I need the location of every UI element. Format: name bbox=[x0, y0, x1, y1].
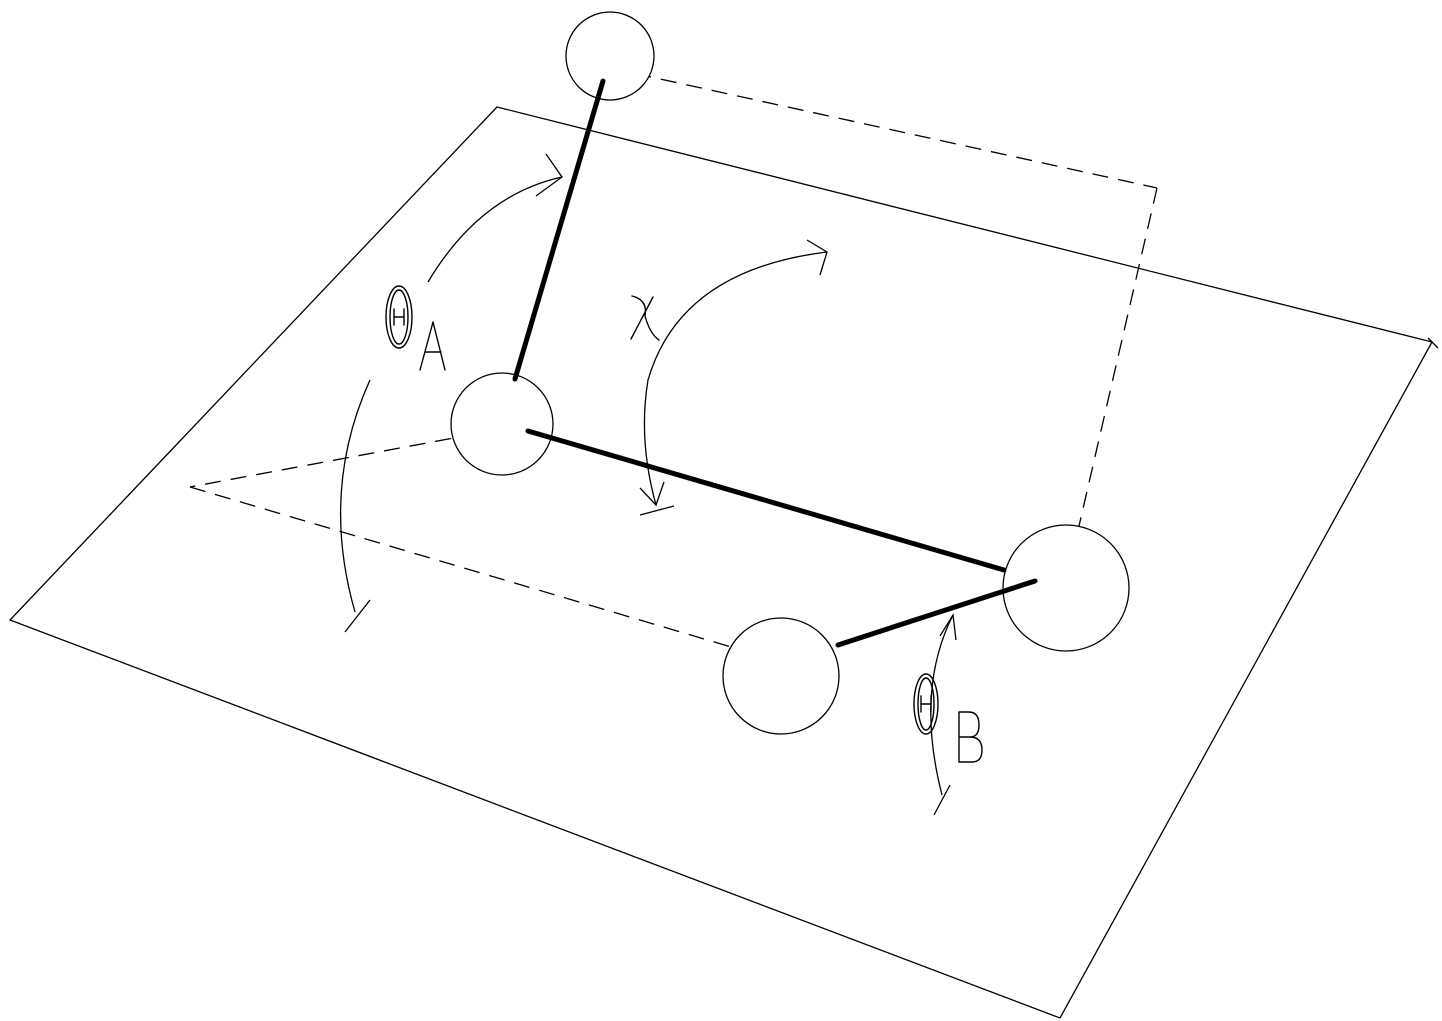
right-dashed-line bbox=[1066, 187, 1158, 579]
subscript-a bbox=[419, 321, 446, 371]
atom-top bbox=[565, 11, 655, 101]
theta-b-symbol-inner bbox=[917, 677, 935, 731]
bonds bbox=[512, 78, 1038, 648]
chi-arc bbox=[639, 239, 828, 516]
bond-b-bottom bbox=[835, 578, 1038, 648]
theta-b-arc bbox=[930, 613, 957, 816]
theta-b-symbol-outer bbox=[913, 673, 939, 735]
reference-plane bbox=[8, 106, 1433, 1019]
theta-a-end-tick bbox=[344, 599, 371, 633]
bond-top-a bbox=[512, 78, 606, 382]
theta-a-label: ΘA bbox=[385, 285, 446, 371]
chi-arc-path bbox=[643, 251, 828, 506]
theta-a-arrowhead bbox=[535, 153, 563, 197]
atom-bottom bbox=[722, 617, 840, 735]
plane-corner-tick bbox=[1427, 337, 1439, 349]
atom-a bbox=[450, 372, 554, 476]
top-dashed-line bbox=[609, 67, 1158, 189]
left-lower-dashed-line bbox=[189, 486, 783, 663]
chi-lower-arrowhead bbox=[639, 481, 665, 507]
chi-stroke-1 bbox=[631, 295, 660, 341]
subscript-b bbox=[958, 711, 983, 763]
theta-a-symbol-inner bbox=[389, 289, 409, 345]
theta-a-symbol-outer bbox=[385, 285, 413, 349]
bond-a-b bbox=[525, 428, 1007, 573]
chi-arrowhead bbox=[806, 239, 828, 276]
theta-a-lower-arc bbox=[339, 379, 371, 613]
chi-label: χ bbox=[630, 295, 660, 341]
theta-a-arc bbox=[339, 153, 563, 633]
theta-b-arrowhead bbox=[939, 613, 957, 641]
atom-b bbox=[1002, 524, 1130, 652]
chi-end-tick bbox=[639, 505, 675, 516]
theta-b-label: ΘB bbox=[913, 673, 983, 763]
theta-b-end-tick bbox=[933, 784, 951, 816]
chi-stroke-2 bbox=[630, 296, 654, 340]
theta-a-upper-arc bbox=[427, 176, 563, 283]
